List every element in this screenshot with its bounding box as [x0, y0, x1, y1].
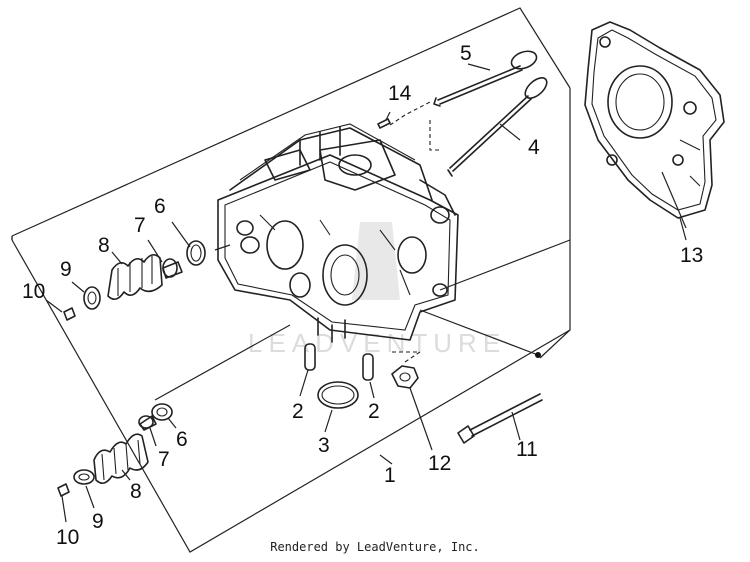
- callout-8-lower: 8: [130, 480, 142, 503]
- head-bolt: [457, 393, 543, 444]
- upper-valve-spring: [107, 254, 163, 300]
- dowel-pin-right: [362, 353, 374, 381]
- footer-credit: Rendered by LeadVenture, Inc.: [270, 540, 480, 554]
- callout-1: 1: [384, 464, 396, 487]
- callout-7-upper: 7: [134, 214, 146, 237]
- exhaust-valve: [433, 50, 538, 107]
- callout-labels: 1 2 2 3 4 5 6 6 7 7 8 8 9 9 10 10 11 12 …: [22, 42, 703, 549]
- callout-7-lower: 7: [158, 448, 170, 471]
- lower-spring-retainer: [73, 469, 95, 485]
- callout-14: 14: [388, 82, 412, 105]
- callout-13: 13: [680, 244, 703, 267]
- callout-9-upper: 9: [60, 258, 72, 281]
- callout-6-lower: 6: [176, 428, 188, 451]
- lower-valve-seat: [138, 415, 157, 431]
- callout-5: 5: [460, 42, 472, 65]
- callout-10-upper: 10: [22, 280, 45, 303]
- reference-dot: [535, 352, 541, 358]
- cylinder-head: [217, 123, 459, 343]
- upper-valve-seat: [162, 258, 183, 279]
- o-ring: [317, 381, 359, 409]
- watermark-text: LEADVENTURE: [248, 328, 506, 358]
- leadventure-watermark: LEADVENTURE: [248, 222, 506, 358]
- leader-lines: [45, 63, 687, 523]
- callout-11: 11: [516, 438, 538, 461]
- lower-valve-spring: [93, 433, 149, 484]
- flange-nut: [391, 365, 419, 389]
- lower-valve-seal: [151, 403, 173, 421]
- callout-10-lower: 10: [56, 526, 79, 549]
- callout-8-upper: 8: [98, 234, 110, 257]
- intake-valve: [447, 77, 548, 177]
- callout-4: 4: [528, 136, 540, 159]
- dowel-pin-left: [304, 343, 316, 371]
- lower-valve-cotter: [57, 483, 70, 497]
- callout-6-upper: 6: [154, 195, 166, 218]
- valve-guide-pin: [377, 118, 391, 129]
- upper-valve-seal: [186, 240, 206, 266]
- upper-valve-cotter: [63, 307, 76, 321]
- callout-3: 3: [318, 434, 330, 457]
- upper-spring-retainer: [83, 286, 101, 310]
- callout-12: 12: [428, 452, 451, 475]
- callout-9-lower: 9: [92, 510, 104, 533]
- head-gasket: [584, 21, 725, 219]
- assembly-lines: [154, 101, 571, 401]
- callout-2-right: 2: [368, 400, 380, 423]
- assembly-frame: [11, 7, 571, 553]
- callout-2-left: 2: [292, 400, 304, 423]
